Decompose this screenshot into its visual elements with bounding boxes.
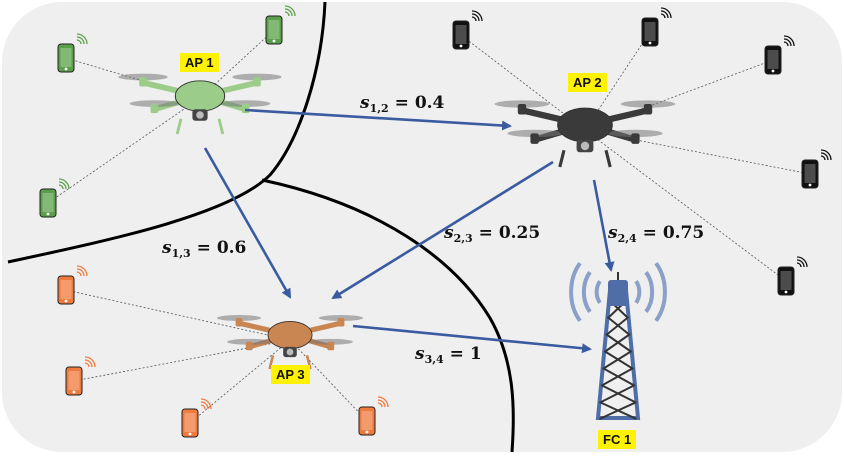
signal-icon	[200, 398, 212, 410]
link-symbol: s	[415, 344, 425, 364]
signal-icon	[820, 149, 832, 161]
link-symbol: s	[444, 223, 454, 243]
link-label-1-2: s1,2 = 0.4	[360, 93, 445, 115]
link-value: 0.6	[216, 238, 247, 258]
device-link-line	[584, 31, 651, 131]
signal-icon	[58, 178, 70, 190]
link-subscript: 1,2	[369, 102, 389, 115]
boundary-curve-right	[261, 178, 515, 453]
link-value: 0.25	[498, 223, 541, 243]
link-subscript: 3,4	[424, 353, 444, 366]
link-value: 0.4	[414, 93, 445, 113]
user-devices	[39, 5, 832, 438]
ap3-phone-icon	[57, 265, 88, 305]
link-arrow-1-3	[203, 147, 292, 299]
signal-icon	[377, 396, 389, 408]
link-label-1-3: s1,3 = 0.6	[162, 238, 247, 260]
link-value: 1	[469, 344, 482, 364]
link-arrow-1-2	[244, 108, 512, 131]
ap1-phone-icon	[57, 33, 88, 73]
signal-icon	[76, 33, 88, 45]
signal-icon	[76, 265, 88, 277]
link-arrow-2-3	[331, 160, 554, 300]
link-arrow-2-4	[592, 179, 615, 272]
access-points	[118, 73, 676, 420]
link-subscript: 2,3	[453, 232, 473, 245]
signal-icon	[284, 5, 296, 17]
ap2-phone-icon	[777, 256, 808, 296]
device-link-line	[584, 129, 787, 282]
ap1-label: AP 1	[180, 53, 219, 72]
ap2-label: AP 2	[568, 73, 607, 92]
device-link-line	[189, 339, 291, 424]
ap2-phone-icon	[641, 7, 672, 47]
ap3-phone-icon	[65, 356, 96, 396]
ap1-drone-icon	[118, 73, 282, 135]
signal-icon	[471, 10, 483, 22]
link-subscript: 1,3	[171, 247, 191, 260]
ap2-phone-icon	[801, 149, 832, 189]
signal-icon	[783, 35, 795, 47]
fc1-label: FC 1	[598, 430, 637, 449]
link-symbol: s	[360, 93, 370, 113]
ap1-phone-icon	[265, 5, 296, 45]
region-boundaries	[7, 1, 515, 453]
ap3-label: AP 3	[271, 365, 310, 384]
link-subscript: 2,4	[617, 232, 637, 245]
link-arrow-3-4	[352, 324, 592, 354]
ap1-phone-icon	[39, 178, 70, 218]
ap3-phone-icon	[358, 396, 389, 436]
link-value: 0.75	[662, 223, 705, 243]
ap2-drone-icon	[494, 100, 676, 168]
background-panel	[2, 2, 842, 452]
ap2-phone-icon	[764, 35, 795, 75]
device-link-line	[289, 339, 368, 422]
signal-icon	[660, 7, 672, 19]
ap3-drone-icon	[216, 315, 364, 370]
link-label-2-4: s2,4 = 0.75	[608, 223, 705, 245]
link-label-2-3: s2,3 = 0.25	[444, 223, 541, 245]
link-label-3-4: s3,4 = 1	[415, 344, 482, 366]
link-symbol: s	[162, 238, 172, 258]
fc1-cell-tower-icon	[569, 262, 667, 420]
ap3-phone-icon	[181, 398, 212, 438]
link-symbol: s	[608, 223, 618, 243]
capacity-arrows	[203, 108, 615, 354]
device-link-line	[47, 97, 201, 204]
boundary-curve-left	[7, 1, 327, 264]
signal-icon	[84, 356, 96, 368]
ap2-phone-icon	[452, 10, 483, 50]
signal-icon	[796, 256, 808, 268]
